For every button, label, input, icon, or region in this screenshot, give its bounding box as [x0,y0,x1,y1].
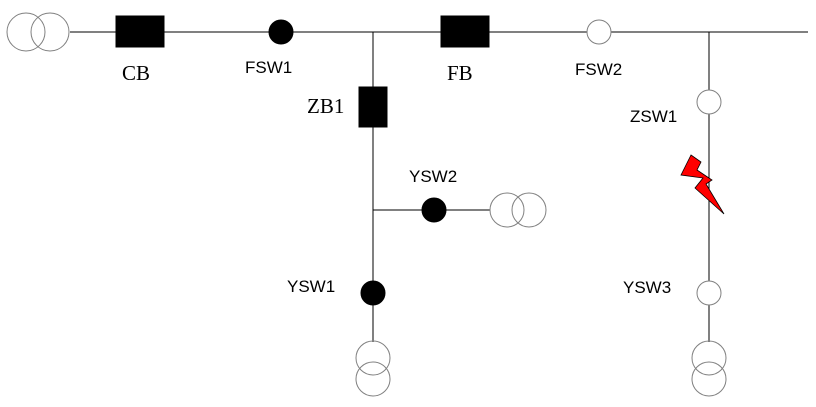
fault-lightning-icon [680,154,725,215]
ysw2-switch[interactable] [421,197,447,223]
ysw3-transformer-icon [691,340,727,397]
zb1-breaker[interactable] [358,86,388,128]
fb-breaker[interactable] [440,15,490,48]
fsw1-label: FSW1 [245,58,292,77]
ysw1-transformer-icon [355,340,391,397]
ysw2-label: YSW2 [409,167,457,186]
fsw2-label: FSW2 [575,60,622,79]
ysw3-switch[interactable] [696,280,722,306]
zsw1-switch[interactable] [696,89,722,115]
source-transformer-icon [6,12,70,52]
zb1-label: ZB1 [307,94,344,118]
cb-label: CB [122,61,150,85]
ysw1-label: YSW1 [287,277,335,296]
ysw2-transformer-icon [489,192,547,228]
fsw2-switch[interactable] [586,19,612,45]
fsw1-switch[interactable] [268,19,294,45]
cb-breaker[interactable] [115,15,165,48]
zsw1-label: ZSW1 [630,107,677,126]
ysw3-label: YSW3 [623,278,671,297]
fb-label: FB [447,61,473,85]
ysw1-switch[interactable] [360,280,386,306]
